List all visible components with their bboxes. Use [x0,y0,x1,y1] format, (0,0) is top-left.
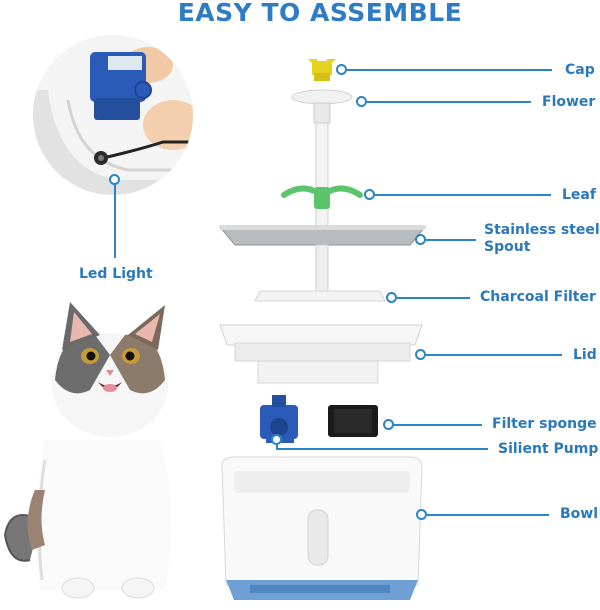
charcoal-filter-label: Charcoal Filter [480,289,596,305]
fountain-assembly [218,59,427,600]
cap-part [308,59,336,81]
spout-label-line2: Spout [484,239,531,255]
leaf-dot [364,189,375,200]
led-connector-line [114,184,116,258]
charcoal-dot [386,292,397,303]
led-light-inset [33,35,193,195]
lid-part [219,324,423,384]
leaf-line [375,194,551,196]
pump-line [276,448,488,450]
pump-label: Silient Pump [498,441,599,457]
bowl-dot [416,509,427,520]
lid-label: Lid [573,347,597,363]
led-light-label: Led Light [79,266,153,282]
sponge-line [394,424,482,426]
leaf-part [281,185,363,209]
bowl-line [427,514,549,516]
spout-label-line1: Stainless steel [484,222,600,238]
spout-line [426,239,476,241]
spout-dot [415,234,426,245]
charcoal-line [397,297,470,299]
leaf-label: Leaf [562,187,596,203]
lid-line [426,354,562,356]
pump-vline [276,443,278,449]
stainless-spout-part [218,225,427,296]
flower-part [291,89,353,234]
flower-dot [356,96,367,107]
sponge-dot [383,419,394,430]
led-connector-dot [109,174,120,185]
lid-dot [415,349,426,360]
flower-line [367,101,531,103]
sponge-part [328,405,378,437]
cat-illustration [3,302,172,599]
cap-label: Cap [565,62,595,78]
bowl-part [221,456,423,600]
filter-sponge-label: Filter sponge [492,416,597,432]
bowl-label: Bowl [560,506,599,522]
flower-label: Flower [542,94,596,110]
charcoal-filter-part [254,290,386,302]
page-title: EASY TO ASSEMBLE [177,0,463,27]
cap-dot [336,64,347,75]
cap-line [347,69,552,71]
